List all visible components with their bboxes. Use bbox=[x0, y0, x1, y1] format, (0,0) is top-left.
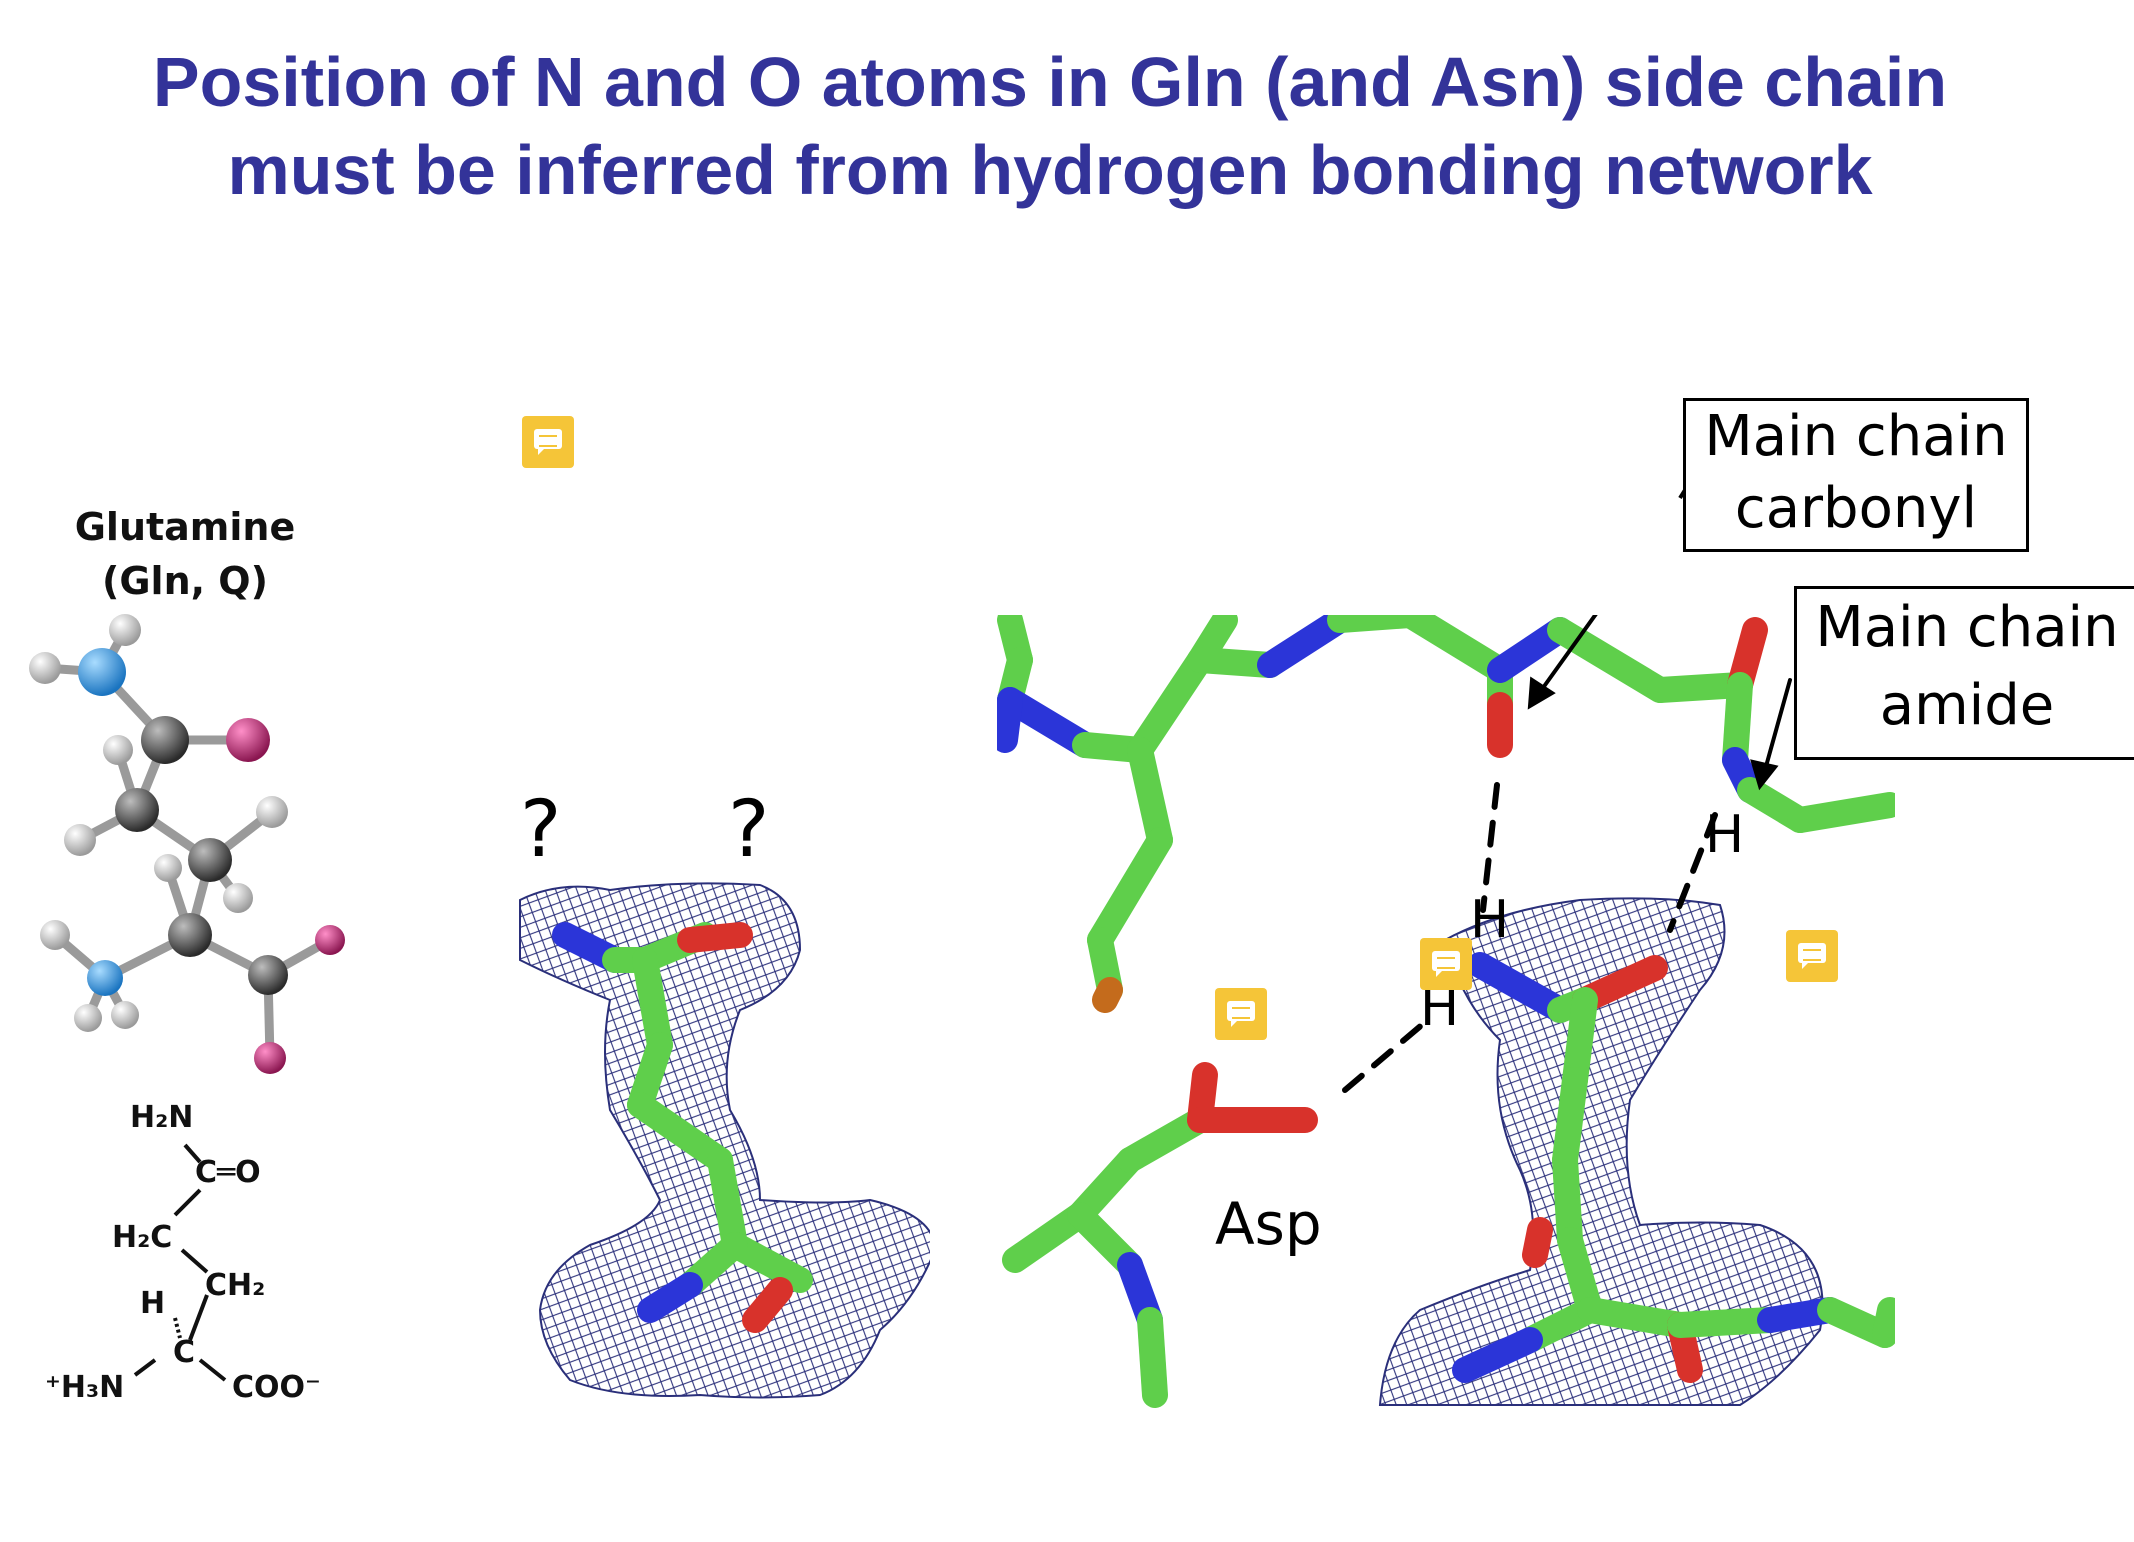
formula-coo: COO⁻ bbox=[232, 1370, 321, 1405]
glutamine-structural-formula-bonds bbox=[133, 1143, 227, 1382]
formula-h: H bbox=[140, 1286, 166, 1321]
title-line-2: must be inferred from hydrogen bonding n… bbox=[227, 131, 1873, 209]
callout-amide-line2: amide bbox=[1879, 673, 2055, 738]
glutamine-name: Glutamine bbox=[74, 505, 296, 549]
glutamine-abbrev: (Gln, Q) bbox=[102, 559, 268, 603]
asp-label: Asp bbox=[1215, 1190, 1322, 1258]
comment-note-icon[interactable] bbox=[1786, 930, 1838, 982]
question-mark-right: ? bbox=[728, 785, 770, 875]
callout-main-chain-amide: Main chain amide bbox=[1794, 586, 2134, 760]
formula-h2c: H₂C bbox=[112, 1220, 173, 1255]
comment-note-icon[interactable] bbox=[1215, 988, 1267, 1040]
callout-main-chain-carbonyl: Main chain carbonyl bbox=[1683, 398, 2029, 552]
question-mark-left: ? bbox=[520, 785, 562, 875]
h-label-top: H bbox=[1470, 890, 1510, 950]
callout-amide-line1: Main chain bbox=[1815, 595, 2119, 660]
formula-h2n: H₂N bbox=[130, 1100, 194, 1135]
slide-title: Position of N and O atoms in Gln (and As… bbox=[0, 38, 2100, 214]
comment-note-icon[interactable] bbox=[1420, 938, 1472, 990]
glutamine-label: Glutamine (Gln, Q) bbox=[60, 500, 310, 608]
title-line-1: Position of N and O atoms in Gln (and As… bbox=[152, 43, 1948, 121]
callout-carbonyl-line2: carbonyl bbox=[1734, 476, 1978, 541]
glutamine-ball-stick-model bbox=[29, 614, 345, 1074]
formula-h3n: ⁺H₃N bbox=[45, 1370, 125, 1405]
h-label-right: H bbox=[1705, 805, 1745, 865]
formula-ch2: CH₂ bbox=[205, 1268, 266, 1303]
callout-carbonyl-line1: Main chain bbox=[1704, 404, 2008, 469]
density-panel-gln bbox=[519, 882, 937, 1399]
formula-alpha-c: C bbox=[173, 1335, 196, 1370]
formula-c-double-o: C═O bbox=[195, 1155, 261, 1190]
comment-note-icon[interactable] bbox=[522, 416, 574, 468]
